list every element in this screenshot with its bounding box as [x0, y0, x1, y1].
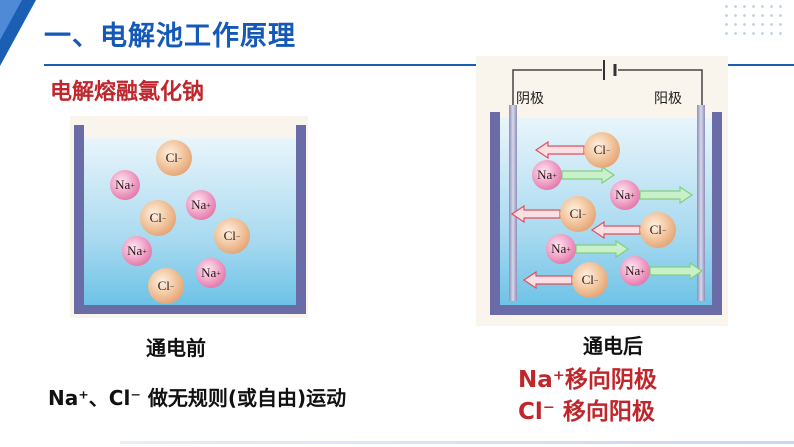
- right-chloride-ion: Cl−: [584, 132, 620, 168]
- left-beaker-wall-right: [296, 125, 306, 313]
- dot-pattern: [722, 2, 782, 40]
- footer-line: [120, 441, 794, 444]
- circuit-wire-left: [512, 69, 602, 108]
- right-beaker-wall-left: [490, 112, 500, 315]
- left-chloride-ion: Cl−: [214, 218, 250, 254]
- cathode-electrode: [509, 105, 517, 301]
- chloride-arrow: [510, 204, 561, 224]
- left-beaker-bottom: [74, 305, 306, 314]
- header-accent-light: [0, 0, 22, 40]
- right-chloride-ion: Cl−: [560, 196, 596, 232]
- left-chloride-ion: Cl−: [140, 200, 176, 236]
- right-sodium-ion: Na+: [532, 160, 562, 190]
- sodium-arrow: [561, 165, 616, 185]
- right-beaker-bottom: [490, 305, 722, 315]
- right-sodium-ion: Na+: [620, 256, 650, 286]
- chloride-arrow: [522, 270, 573, 290]
- sodium-arrow: [639, 185, 694, 205]
- left-sodium-ion: Na+: [122, 236, 152, 266]
- right-beaker-wall-right: [712, 112, 722, 315]
- left-description: Na⁺、Cl⁻ 做无规则(或自由)运动: [48, 386, 347, 410]
- right-sodium-ion: Na+: [610, 180, 640, 210]
- circuit-diagram: [512, 60, 703, 108]
- result-na: Na⁺移向阴极: [518, 367, 657, 393]
- section-subtitle: 电解熔融氯化钠: [50, 80, 205, 105]
- header-divider: [44, 64, 794, 66]
- left-chloride-ion: Cl−: [148, 268, 184, 304]
- left-sodium-ion: Na+: [110, 170, 140, 200]
- right-chloride-ion: Cl−: [640, 212, 676, 248]
- circuit-wire-right: [618, 69, 703, 108]
- result-cl: Cl⁻ 移向阳极: [518, 399, 655, 425]
- sodium-arrow: [575, 239, 630, 259]
- sodium-arrow: [649, 261, 704, 281]
- left-chloride-ion: Cl−: [156, 140, 192, 176]
- chloride-arrow: [590, 220, 641, 240]
- header-bar: [0, 0, 794, 65]
- anode-electrode: [697, 105, 705, 301]
- page-title: 一、电解池工作原理: [44, 21, 296, 52]
- left-caption: 通电前: [146, 336, 206, 360]
- right-caption: 通电后: [583, 334, 643, 358]
- cathode-label: 阴极: [516, 91, 544, 107]
- left-sodium-ion: Na+: [196, 258, 226, 288]
- right-sodium-ion: Na+: [546, 234, 576, 264]
- left-sodium-ion: Na+: [186, 190, 216, 220]
- right-chloride-ion: Cl−: [572, 262, 608, 298]
- chloride-arrow: [534, 140, 585, 160]
- anode-label: 阳极: [654, 91, 682, 107]
- left-beaker-wall-left: [74, 125, 84, 313]
